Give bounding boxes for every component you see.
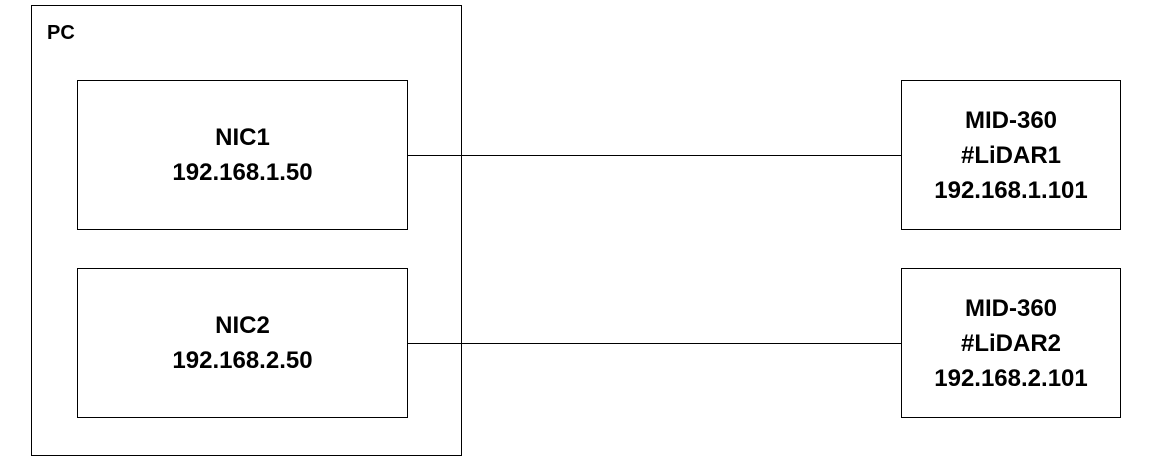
lidar2-model: MID-360 (964, 294, 1058, 322)
lidar1-id: #LiDAR1 (960, 141, 1062, 169)
nic1-box: NIC1 192.168.1.50 (77, 80, 408, 230)
pc-label: PC (47, 22, 75, 44)
lidar1-box: MID-360 #LiDAR1 192.168.1.101 (901, 80, 1121, 230)
nic2-box: NIC2 192.168.2.50 (77, 268, 408, 418)
lidar2-ip: 192.168.2.101 (934, 364, 1088, 392)
lidar2-box: MID-360 #LiDAR2 192.168.2.101 (901, 268, 1121, 418)
lidar1-model: MID-360 (964, 106, 1058, 134)
nic1-name: NIC1 (215, 124, 270, 151)
nic2-ip: 192.168.2.50 (172, 347, 313, 374)
link-nic2-lidar2 (408, 343, 901, 344)
lidar2-id: #LiDAR2 (960, 329, 1062, 357)
nic1-ip: 192.168.1.50 (172, 159, 313, 186)
nic2-name: NIC2 (215, 312, 270, 339)
link-nic1-lidar1 (408, 155, 901, 156)
lidar1-ip: 192.168.1.101 (934, 176, 1088, 204)
